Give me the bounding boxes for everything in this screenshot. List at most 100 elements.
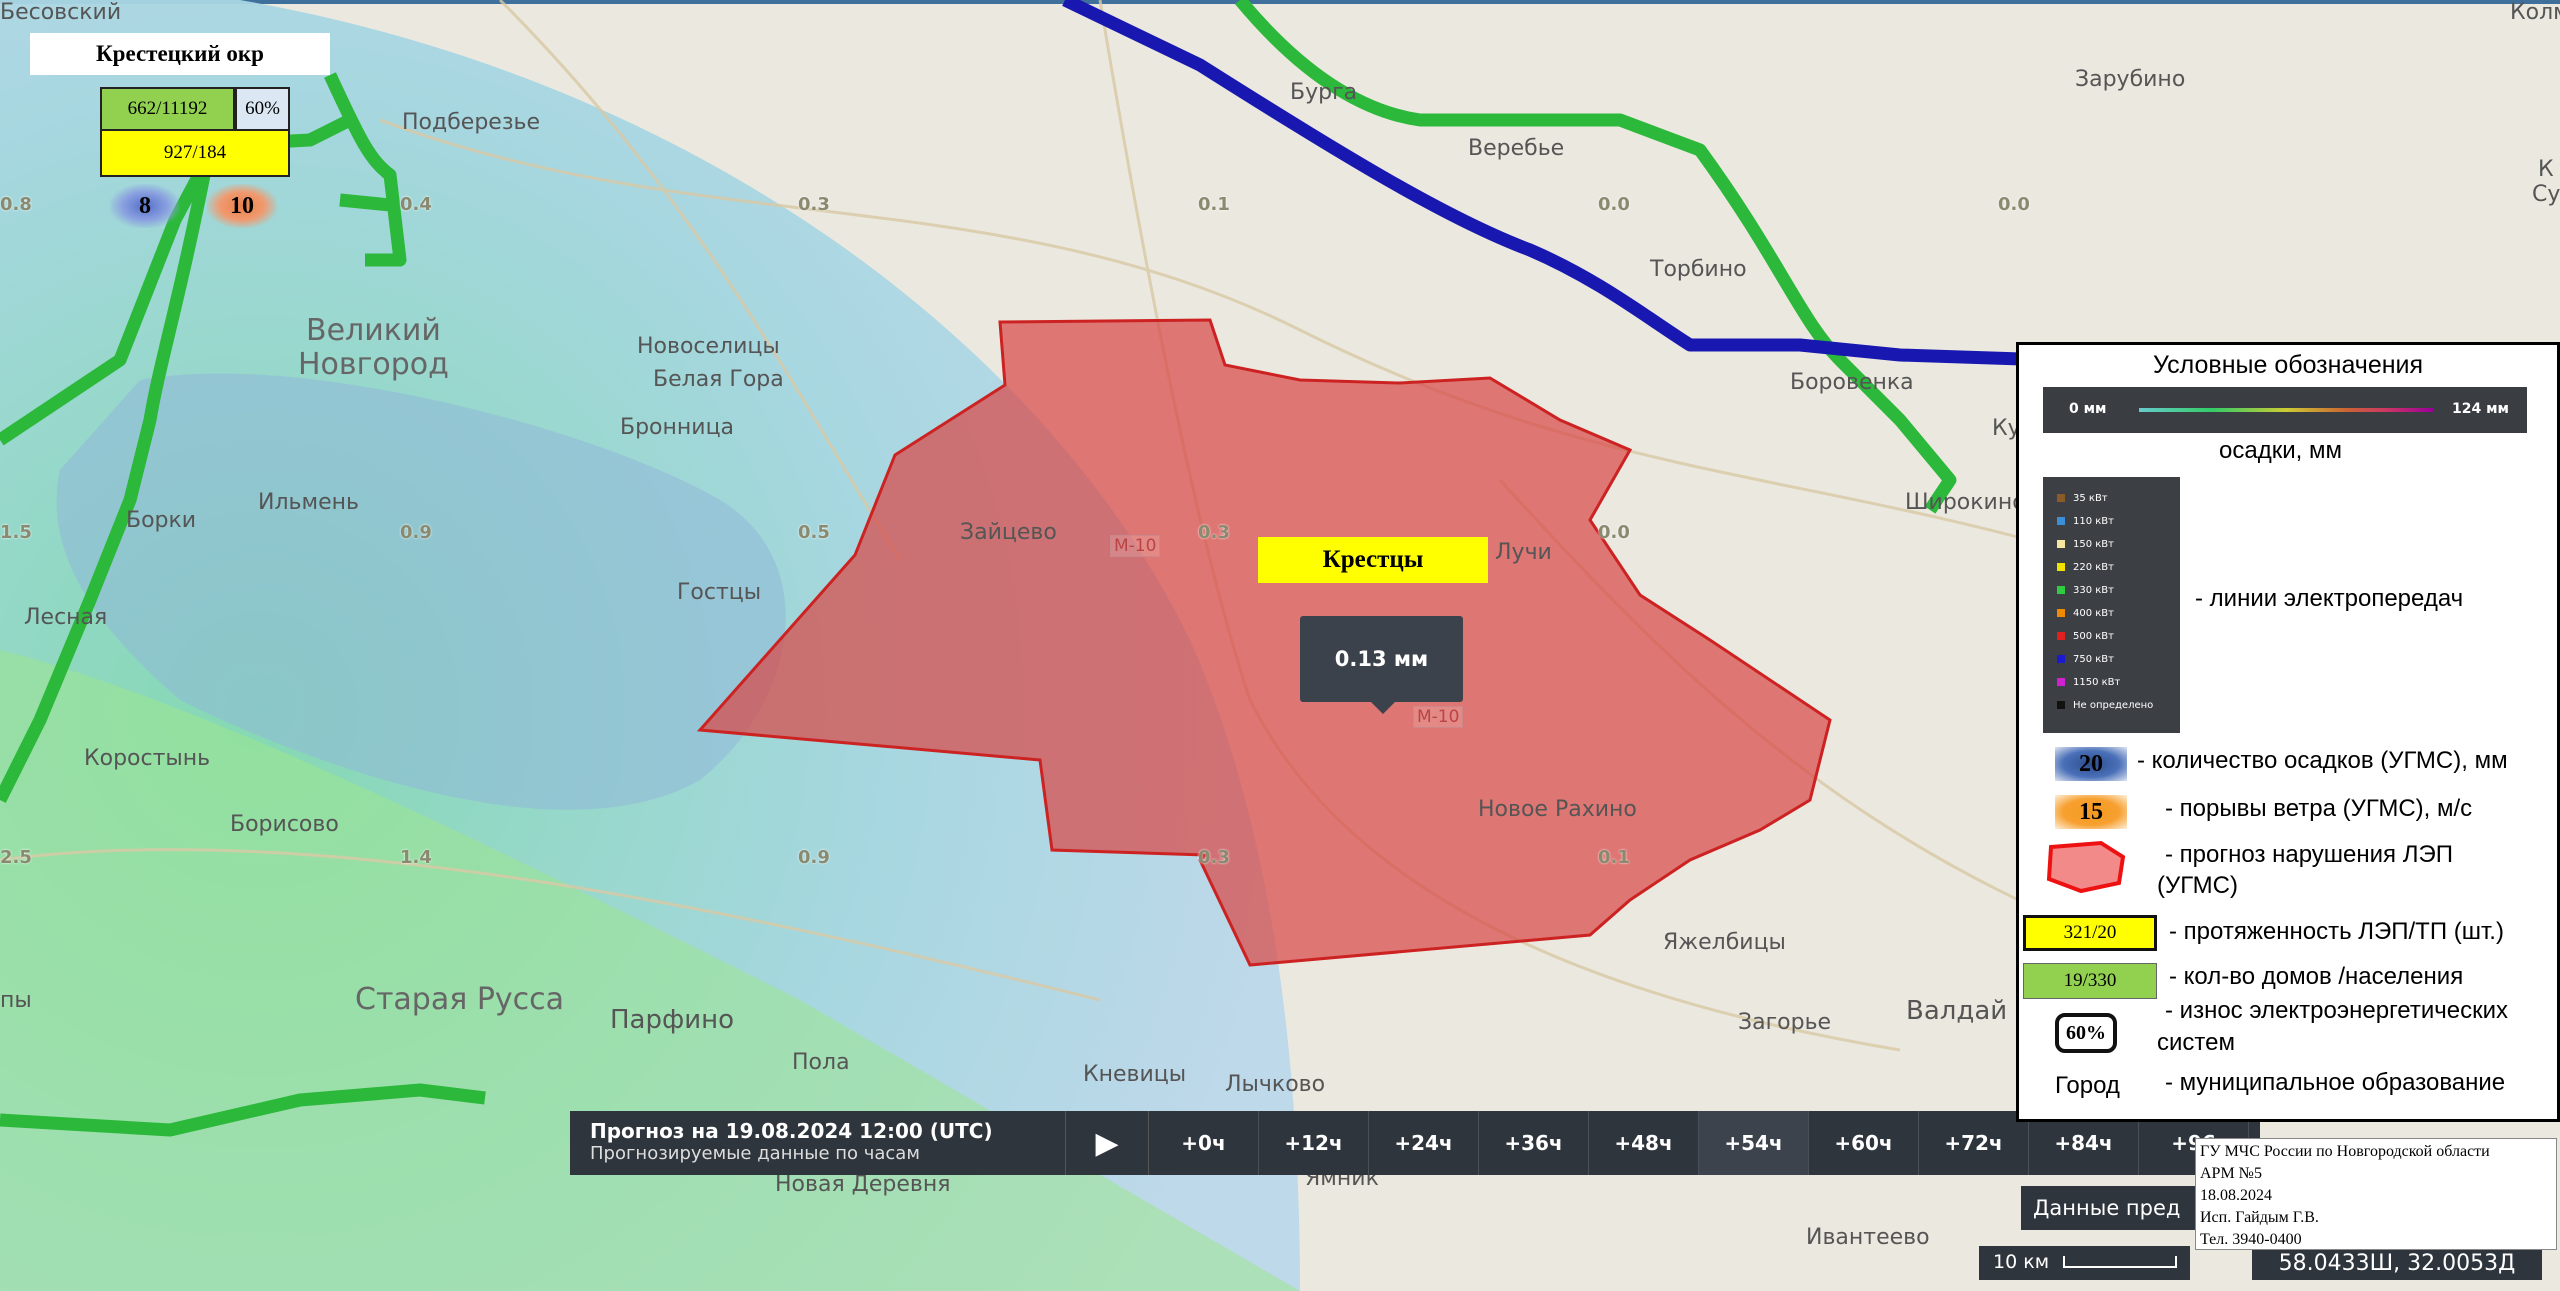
voltage-swatch — [2057, 586, 2065, 594]
grad-min: 0 мм — [2069, 401, 2107, 417]
stamp-line: Исп. Гайдым Г.В. — [2200, 1209, 2319, 1226]
voltage-swatch — [2057, 517, 2065, 525]
timeline-step-active[interactable]: +54ч — [1699, 1111, 1809, 1175]
wear-label: - износ электроэнергетических — [2165, 997, 2508, 1024]
precip-value: 1.5 — [0, 522, 32, 543]
voltage-item: 220 кВт — [2057, 562, 2114, 573]
city-label-desc: - муниципальное образование — [2165, 1069, 2506, 1096]
voltage-item: 400 кВт — [2057, 608, 2114, 619]
precip-value: 0.0 — [1598, 194, 1630, 215]
precip-value: 0.9 — [400, 522, 432, 543]
cursor-coordinates: 58.0433Ш, 32.0053Д — [2252, 1246, 2542, 1280]
place-besovsky: Бесовский — [0, 0, 122, 25]
timeline-step[interactable]: +24ч — [1369, 1111, 1479, 1175]
voltage-label: 1150 кВт — [2073, 677, 2121, 688]
voltage-item: Не определено — [2057, 700, 2153, 711]
rain-label: - количество осадков (УГМС), мм — [2137, 747, 2508, 774]
place-ivanteevo: Ивантеево — [1806, 1225, 1930, 1250]
precip-value: 0.0 — [1598, 522, 1630, 543]
place-k-edge: К — [2538, 157, 2554, 182]
timeline-step[interactable]: +72ч — [1919, 1111, 2029, 1175]
timeline-step[interactable]: +84ч — [2029, 1111, 2139, 1175]
place-velikiy-novgorod: Великий Новгород — [298, 313, 449, 382]
precip-value: 0.1 — [1198, 194, 1230, 215]
voltage-swatch — [2057, 540, 2065, 548]
voltage-label: 500 кВт — [2073, 631, 2114, 642]
place-belaya-gora: Белая Гора — [653, 367, 784, 392]
timeline-title: Прогноз на 19.08.2024 12:00 (UTC) — [590, 1119, 993, 1143]
place-zarubino: Зарубино — [2075, 67, 2186, 92]
voltage-item: 1150 кВт — [2057, 677, 2120, 688]
voltage-swatch — [2057, 655, 2065, 663]
grad-max: 124 мм — [2452, 401, 2509, 417]
houses-population-cell: 662/11192 — [100, 87, 235, 131]
timeline-subtitle: Прогнозируемые данные по часам — [590, 1143, 920, 1164]
place-borki: Борки — [126, 508, 197, 533]
voltage-swatch — [2057, 609, 2065, 617]
precip-gradient-scale: 0 мм 124 мм — [2043, 387, 2527, 433]
timeline-step[interactable]: +48ч — [1589, 1111, 1699, 1175]
district-title: Крестецкий окр — [30, 33, 330, 75]
lines-label: - линии электропередач — [2195, 585, 2464, 612]
timeline-step[interactable]: +60ч — [1809, 1111, 1919, 1175]
timeline-step[interactable]: +0ч — [1149, 1111, 1259, 1175]
place-verebye: Веребье — [1468, 136, 1565, 161]
place-zaytsevo: Зайцево — [960, 520, 1057, 545]
place-shirokino: Широкино — [1905, 490, 2026, 515]
place-borisovo: Борисово — [230, 812, 339, 837]
place-novoselitsy: Новоселицы — [637, 334, 780, 359]
place-lychkovo: Лычково — [1225, 1072, 1326, 1097]
voltage-item: 150 кВт — [2057, 539, 2114, 550]
voltage-item: 35 кВт — [2057, 493, 2108, 504]
voltage-label: 750 кВт — [2073, 654, 2114, 665]
voltage-label: 150 кВт — [2073, 539, 2114, 550]
precip-value: 0.9 — [798, 847, 830, 868]
voltage-item: 330 кВт — [2057, 585, 2114, 596]
voltage-item: 750 кВт — [2057, 654, 2114, 665]
voltage-swatch — [2057, 678, 2065, 686]
houses-sample: 19/330 — [2023, 963, 2157, 999]
place-valday: Валдай — [1906, 996, 2008, 1026]
stamp-line: Тел. 3940-0400 — [2200, 1231, 2302, 1248]
voltage-item: 110 кВт — [2057, 516, 2114, 527]
history-data-button[interactable]: Данные пред — [2021, 1186, 2195, 1230]
place-bronnitsa: Бронница — [620, 415, 735, 440]
place-gostsy: Гостцы — [677, 580, 762, 605]
precip-value: 0.3 — [1198, 522, 1230, 543]
houses-label: - кол-во домов /населения — [2169, 963, 2464, 990]
place-zagorye: Загорье — [1738, 1010, 1832, 1035]
place-ilmen: Ильмень — [258, 490, 359, 515]
place-py-edge: пы — [0, 988, 32, 1013]
place-parfino: Парфино — [610, 1005, 735, 1035]
rain-amount-badge: 8 — [110, 184, 180, 228]
place-su-edge: Су — [2532, 182, 2560, 207]
precip-value: 0.0 — [1998, 194, 2030, 215]
voltage-label: 400 кВт — [2073, 608, 2114, 619]
precip-value: 0.3 — [1198, 847, 1230, 868]
place-novaya-derevnya: Новая Деревня — [775, 1172, 951, 1197]
timeline-step[interactable]: +36ч — [1479, 1111, 1589, 1175]
voltage-label: 110 кВт — [2073, 516, 2114, 527]
stamp-line: АРМ №5 — [2200, 1165, 2262, 1182]
place-korostyn: Коростынь — [84, 746, 211, 771]
forecast-zone-swatch — [2046, 840, 2126, 894]
lines-count-label: - протяженность ЛЭП/ТП (шт.) — [2169, 918, 2504, 945]
gradient-bar — [2139, 408, 2433, 412]
place-pola: Пола — [792, 1050, 850, 1075]
precip-value: 1.4 — [400, 847, 432, 868]
place-knevitsy: Кневицы — [1083, 1062, 1187, 1087]
precip-tooltip: 0.13 мм — [1300, 616, 1463, 702]
forecast-timeline: Прогноз на 19.08.2024 12:00 (UTC) Прогно… — [570, 1111, 2260, 1175]
precip-label: осадки, мм — [2219, 437, 2342, 464]
precip-value: 2.5 — [0, 847, 32, 868]
road-m10: М-10 — [1110, 535, 1161, 557]
place-borovenka: Боровенка — [1790, 370, 1914, 395]
play-button[interactable]: ▶ — [1066, 1111, 1149, 1175]
timeline-info: Прогноз на 19.08.2024 12:00 (UTC) Прогно… — [570, 1111, 1066, 1175]
place-torbino: Торбино — [1650, 257, 1747, 282]
wear-sample: 60% — [2055, 1013, 2117, 1053]
lines-tp-cell: 927/184 — [100, 131, 290, 177]
timeline-step[interactable]: +12ч — [1259, 1111, 1369, 1175]
place-staraya-russa: Старая Русса — [355, 982, 565, 1017]
